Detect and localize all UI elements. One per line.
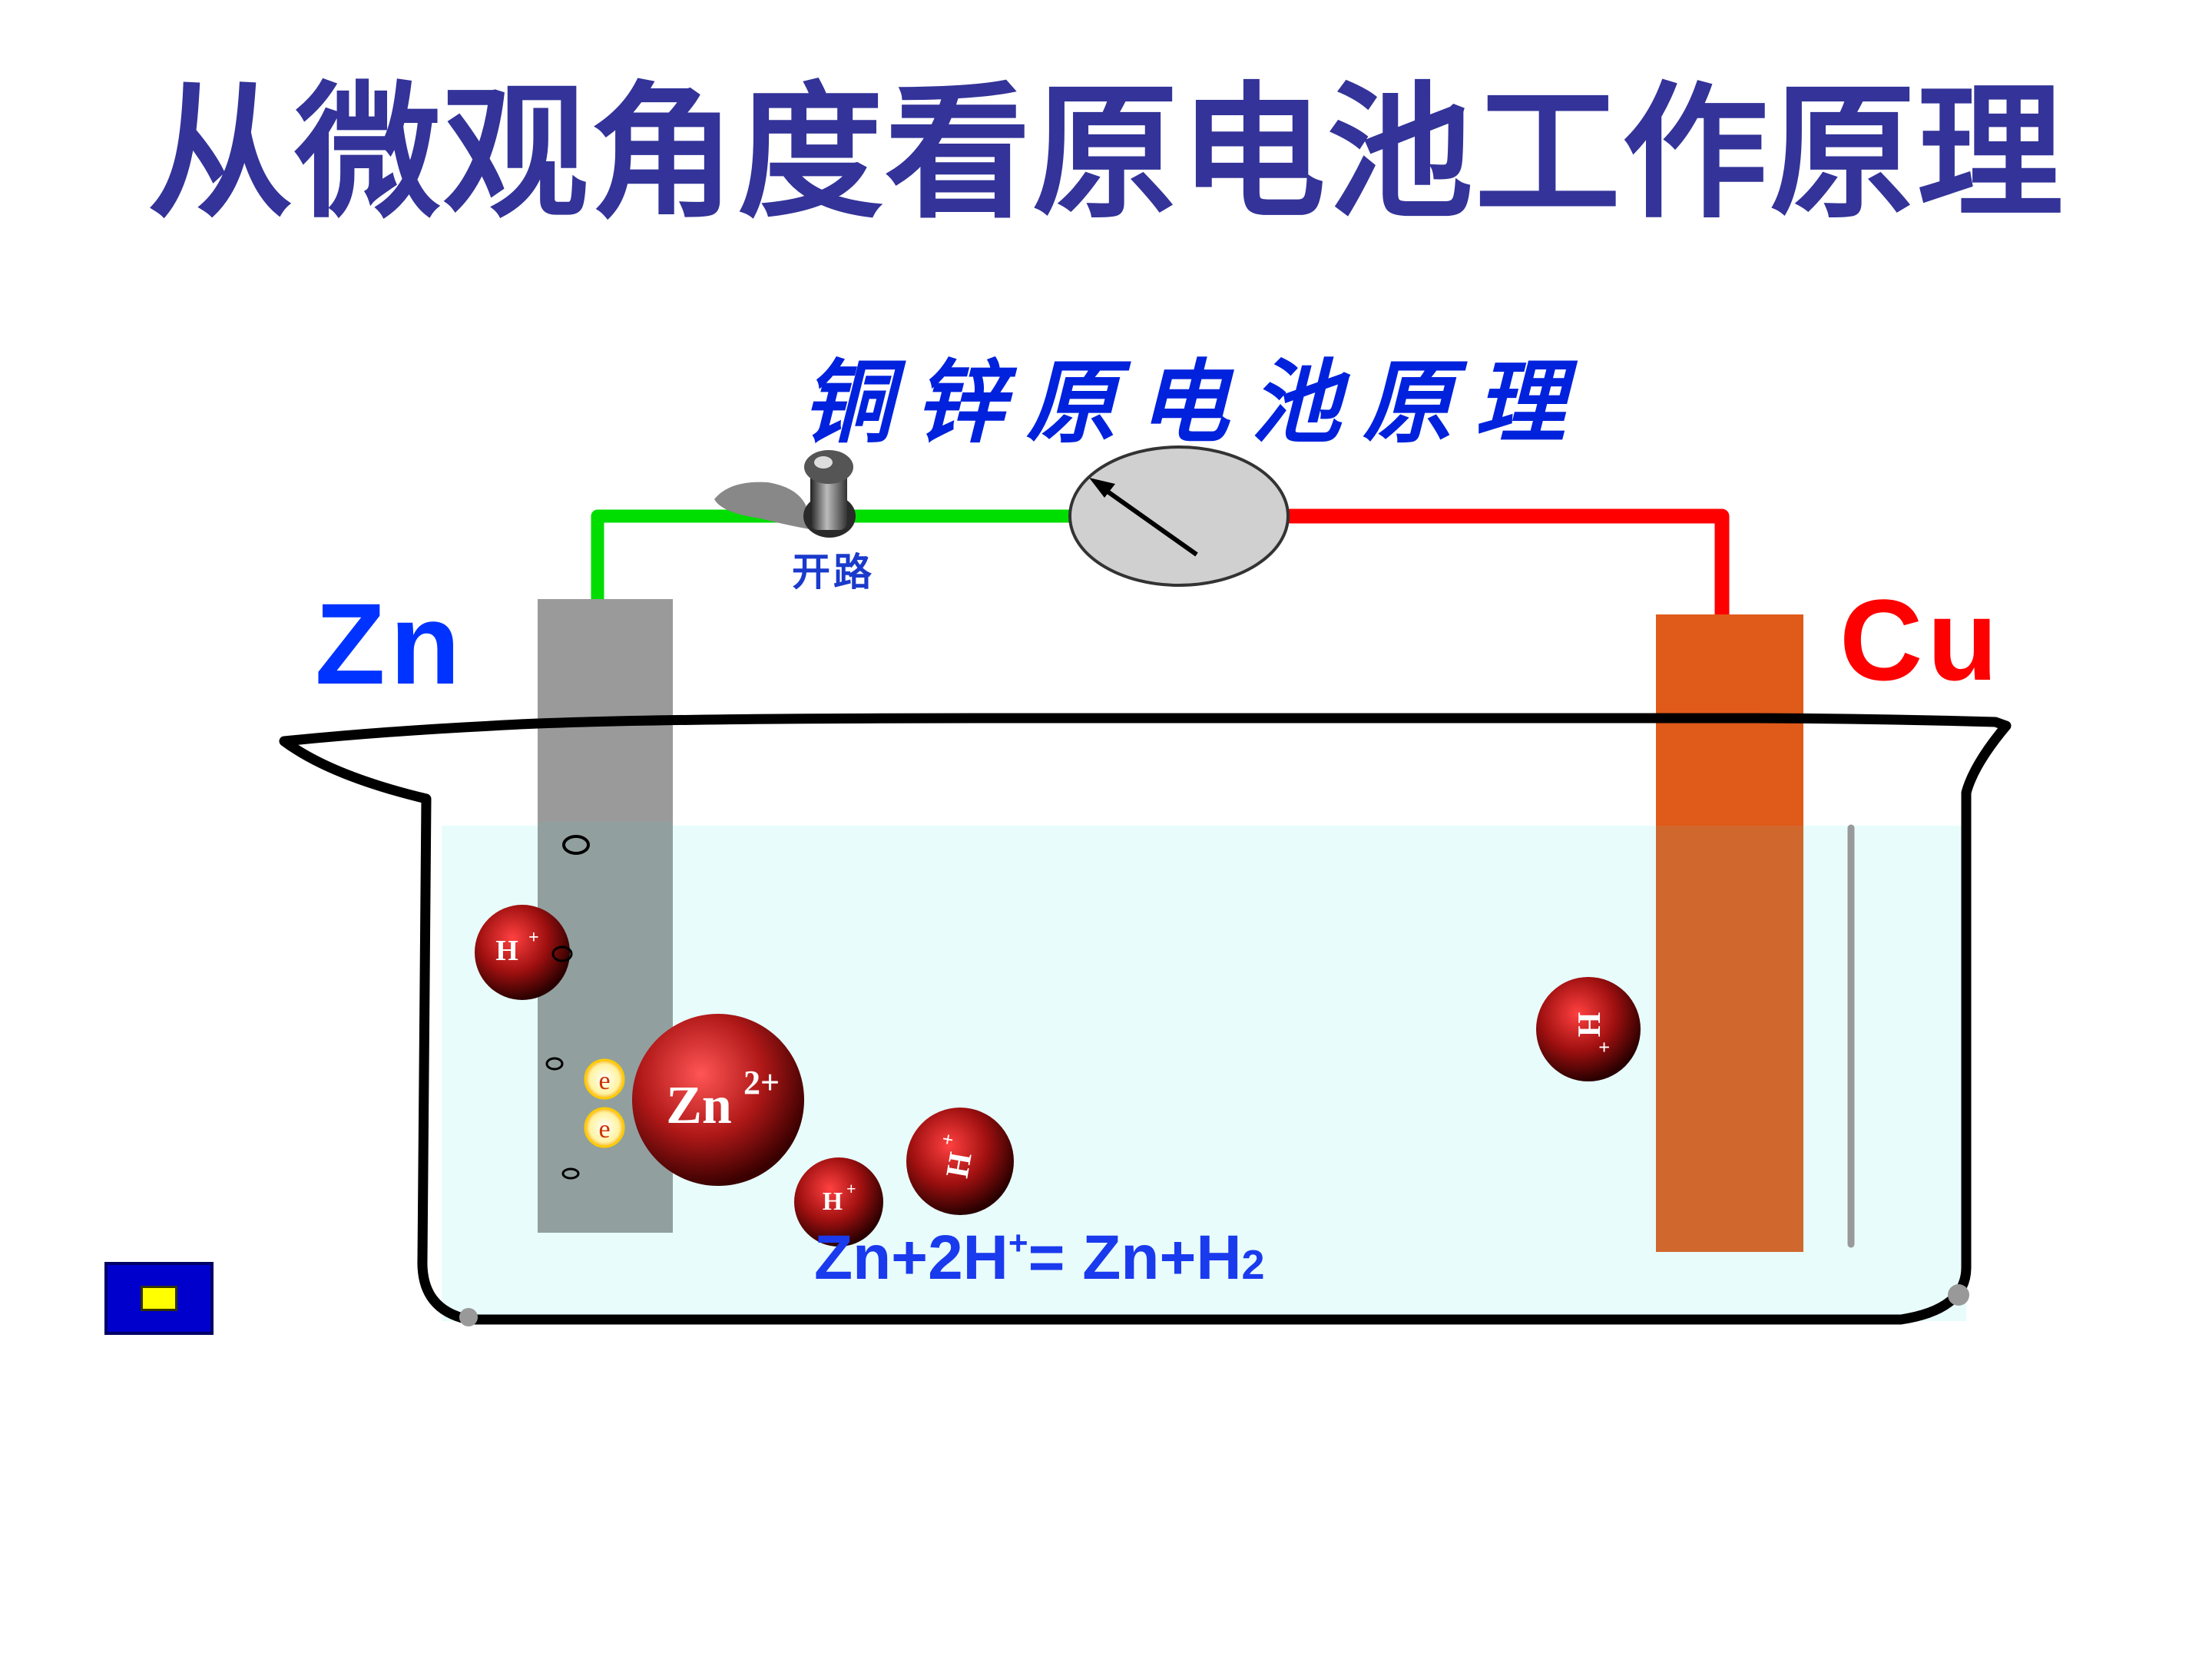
electron-2: e — [584, 1107, 625, 1148]
svg-text:H: H — [1571, 1012, 1606, 1038]
svg-text:+: + — [528, 928, 539, 948]
h-plus-ion-3: H + — [794, 1157, 883, 1247]
wire-left — [591, 509, 1082, 610]
svg-text:Zn: Zn — [666, 1076, 732, 1135]
wire-right — [1283, 508, 1730, 630]
svg-text:H: H — [823, 1187, 843, 1216]
h-plus-ion-4: H + — [1536, 977, 1641, 1081]
h-plus-ion-2: H + — [906, 1108, 1014, 1215]
copper-electrode-submerged — [1656, 826, 1803, 1252]
svg-text:+: + — [1593, 1041, 1615, 1053]
slide-title: 从微观角度看原电池工作原理 — [147, 68, 2065, 238]
cu-label: Cu — [1839, 575, 2002, 704]
ammeter-icon — [1068, 445, 1290, 587]
zn-label: Zn — [315, 579, 465, 708]
switch-label: 开路 — [792, 551, 875, 594]
h-plus-ion-1: H + — [475, 905, 573, 1000]
electron-1: e — [584, 1058, 625, 1100]
diagram-subtitle: 铜锌原电池原理 — [802, 349, 1587, 455]
switch — [714, 450, 856, 538]
svg-text:H: H — [495, 935, 518, 967]
zinc-electrode-submerged — [538, 822, 673, 1233]
action-button[interactable] — [104, 1262, 214, 1335]
zn-2plus-ion: Zn 2+ — [632, 1014, 804, 1186]
reaction-equation: Zn+2H+= Zn+H2 — [814, 1223, 1265, 1293]
svg-text:e: e — [598, 1115, 610, 1144]
action-button-icon — [141, 1286, 177, 1311]
zinc-electrode — [538, 599, 673, 822]
beaker — [279, 713, 2012, 1325]
svg-text:+: + — [846, 1179, 856, 1198]
svg-text:H: H — [940, 1150, 979, 1181]
svg-text:e: e — [598, 1067, 610, 1095]
svg-text:2+: 2+ — [743, 1064, 780, 1101]
svg-text:+: + — [936, 1132, 960, 1147]
